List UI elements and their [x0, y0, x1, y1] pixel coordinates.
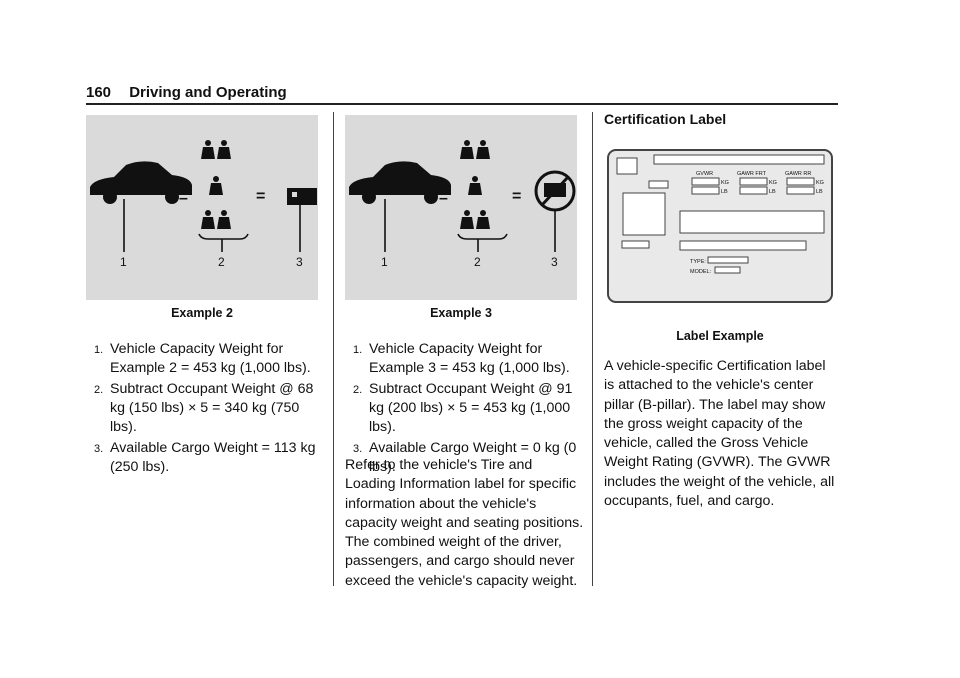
list-item: 1.Vehicle Capacity Weight for Example 2 …	[94, 341, 311, 376]
callout-3: 3	[551, 255, 558, 269]
column-divider-2	[592, 112, 593, 586]
minus-sign: –	[179, 190, 188, 207]
gvwr-label: GVWR	[696, 171, 713, 177]
callout-1: 1	[120, 255, 127, 269]
callout-3: 3	[296, 255, 303, 269]
example-2-illustration: – = 1 2 3	[90, 140, 317, 269]
lb-unit: LB	[721, 189, 728, 195]
callout-2: 2	[474, 255, 481, 269]
list-item: 3.Available Cargo Weight = 0 kg (0 lbs).	[353, 440, 577, 475]
list-item: 2.Subtract Occupant Weight @ 68 kg (150 …	[94, 381, 314, 435]
label-example-caption: Label Example	[676, 329, 764, 343]
list-item: 2.Subtract Occupant Weight @ 91 kg (200 …	[353, 381, 573, 435]
kg-unit: KG	[769, 180, 777, 186]
example-3-figure: – = 1 2 3	[345, 115, 577, 300]
gawr-frt-label: GAWR FRT	[737, 171, 767, 177]
label-illustration: GVWR GAWR FRT GAWR RR KG LB KG LB KG LB …	[607, 149, 833, 303]
section-title: Driving and Operating	[129, 84, 287, 101]
lb-unit: LB	[769, 189, 776, 195]
callout-2: 2	[218, 255, 225, 269]
equals-sign: =	[256, 188, 265, 205]
example-3-illustration: – = 1 2 3	[349, 140, 576, 269]
lb-unit: LB	[816, 189, 823, 195]
header-rule	[86, 103, 838, 105]
kg-unit: KG	[816, 180, 824, 186]
minus-sign: –	[439, 190, 448, 207]
certification-paragraph: A vehicle-specific Certification label i…	[604, 358, 835, 510]
example-3-list: 1.Vehicle Capacity Weight for Example 3 …	[345, 340, 585, 479]
list-item: 3.Available Cargo Weight = 113 kg (250 l…	[94, 440, 316, 475]
example-2-list: 1.Vehicle Capacity Weight for Example 2 …	[86, 340, 326, 479]
kg-unit: KG	[721, 180, 729, 186]
equals-sign: =	[512, 188, 521, 205]
certification-label-heading: Certification Label	[604, 111, 727, 127]
type-label: TYPE:	[690, 259, 706, 265]
example-2-figure: – = 1 2 3	[86, 115, 318, 300]
callout-1: 1	[381, 255, 388, 269]
example-2-caption: Example 2	[171, 306, 233, 320]
column-divider-1	[333, 112, 334, 586]
gawr-rr-label: GAWR RR	[785, 171, 811, 177]
certification-label-figure: GVWR GAWR FRT GAWR RR KG LB KG LB KG LB …	[606, 146, 836, 306]
capacity-paragraph: Refer to the vehicle's Tire and Loading …	[345, 457, 584, 589]
page-number: 160	[86, 84, 112, 101]
list-item: 1.Vehicle Capacity Weight for Example 3 …	[353, 341, 570, 376]
model-label: MODEL:	[690, 269, 712, 275]
example-3-caption: Example 3	[430, 306, 492, 320]
